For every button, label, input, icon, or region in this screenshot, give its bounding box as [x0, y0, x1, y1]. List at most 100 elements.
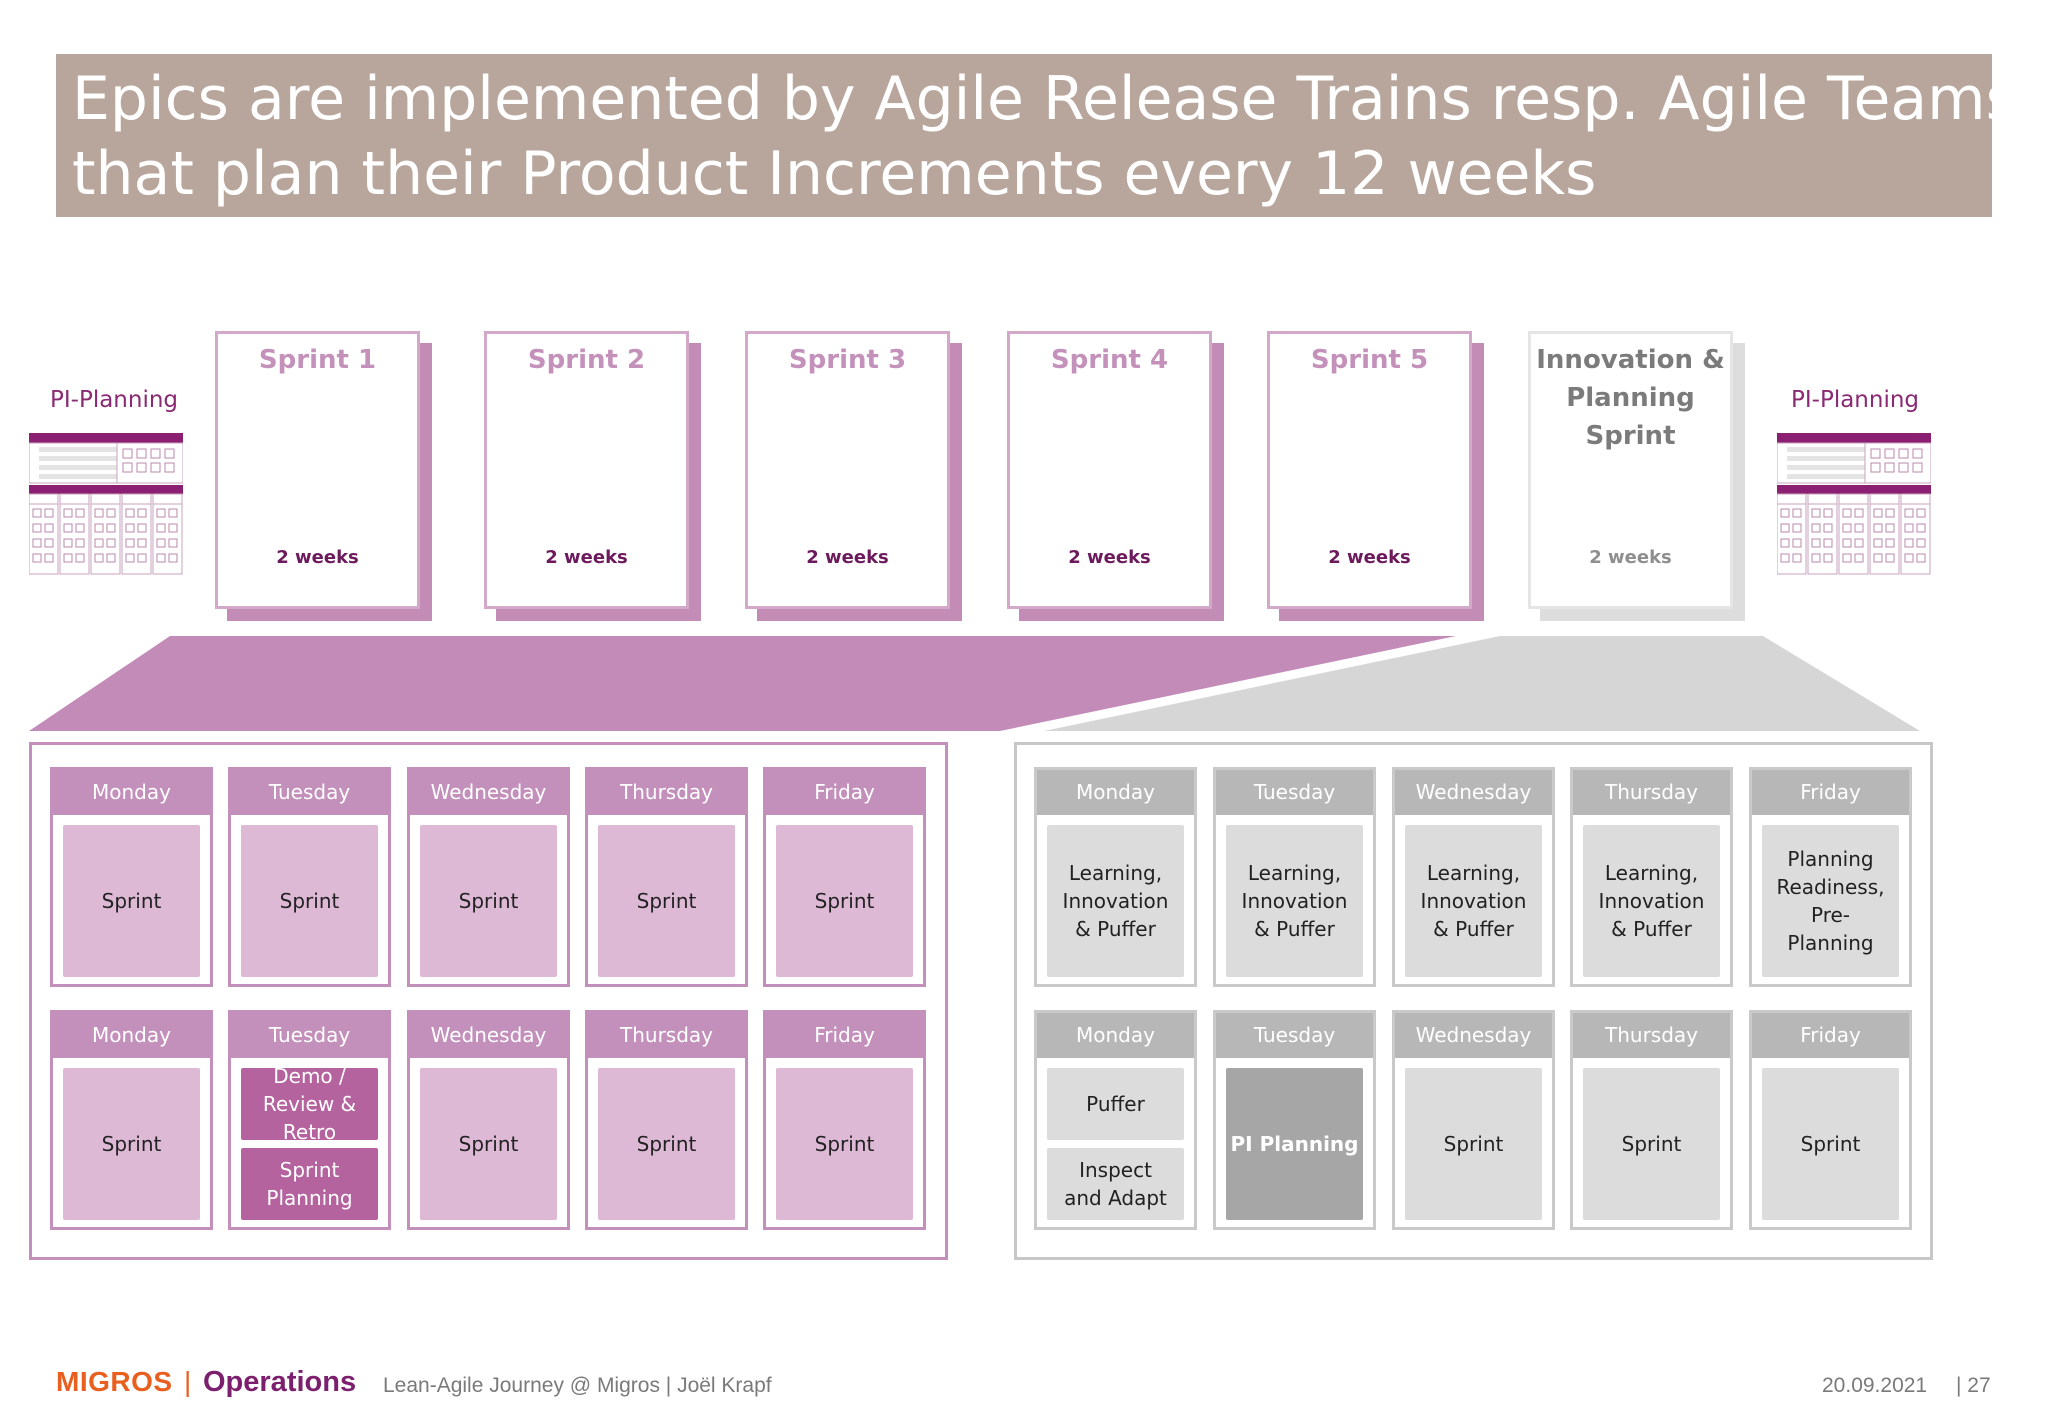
day-header: Monday [1037, 1013, 1194, 1058]
day-header: Thursday [588, 770, 745, 815]
icon-part [1780, 508, 1790, 518]
ip-funnel [1044, 636, 1920, 731]
icon-part [75, 523, 85, 533]
day-header: Friday [1752, 770, 1909, 815]
icon-part [32, 538, 42, 548]
activity-box: Learning,Innovation& Puffer [1226, 825, 1363, 977]
icon-part [94, 523, 104, 533]
activity-text-line: & Puffer [1075, 917, 1156, 941]
day-header: Tuesday [1216, 770, 1373, 815]
icon-part [1904, 508, 1914, 518]
icon-part [75, 508, 85, 518]
activity-box: PI Planning [1226, 1068, 1363, 1220]
icon-part [1870, 462, 1881, 473]
icon-part [1787, 474, 1871, 479]
day-header: Tuesday [231, 1013, 388, 1058]
sprint-weeks-panel [29, 742, 948, 1260]
activity-text-line: Sprint [1800, 1132, 1861, 1156]
icon-part [1811, 508, 1821, 518]
activity-text-line: Planning [266, 1186, 353, 1210]
icon-part [1870, 448, 1881, 459]
activity-text-line: Demo / [273, 1064, 346, 1088]
activity-text-line: Sprint [1443, 1132, 1504, 1156]
icon-part [1777, 485, 1931, 494]
icon-part [1916, 523, 1926, 533]
activity-text-line: Review & [262, 1092, 357, 1116]
icon-part [168, 508, 178, 518]
sprint-card-face [215, 331, 420, 609]
icon-part [1873, 523, 1883, 533]
icon-part [1780, 538, 1790, 548]
icon-part [1792, 553, 1802, 563]
activity-box: Sprint [420, 825, 557, 977]
activity-box: Sprint [776, 1068, 913, 1220]
icon-part [117, 433, 183, 443]
icon-part [168, 553, 178, 563]
icon-part [137, 523, 147, 533]
icon-part [1777, 433, 1877, 443]
icon-part [156, 508, 166, 518]
icon-part [1854, 523, 1864, 533]
activity-text: Sprint [102, 1130, 162, 1158]
icon-part [106, 508, 116, 518]
icon-part [1884, 448, 1895, 459]
activity-box: Sprint [598, 825, 735, 977]
activity-text: Sprint [815, 1130, 875, 1158]
activity-text-line: Learning, [1247, 861, 1342, 885]
icon-part [39, 456, 123, 461]
icon-part [32, 523, 42, 533]
icon-part [94, 538, 104, 548]
icon-part [164, 448, 175, 459]
activity-text: Learning,Innovation& Puffer [1599, 859, 1705, 943]
icon-part [94, 508, 104, 518]
activity-box: Sprint [1405, 1068, 1542, 1220]
day-header: Monday [1037, 770, 1194, 815]
sprint-card-face [1528, 331, 1733, 609]
ip-weeks-panel [1014, 742, 1933, 1260]
activity-box: Learning,Innovation& Puffer [1405, 825, 1542, 977]
icon-part [164, 462, 175, 473]
icon-part [1865, 433, 1931, 443]
activity-text-line: Sprint [636, 1132, 697, 1156]
sprint-card-duration: 2 weeks [1068, 547, 1151, 568]
icon-part [1792, 538, 1802, 548]
footer-separator: | [184, 1366, 192, 1397]
icon-part [1885, 508, 1895, 518]
day-header: Friday [1752, 1013, 1909, 1058]
pi-planning-right-label: PI-Planning [1791, 387, 1920, 413]
icon-part [125, 538, 135, 548]
icon-part [1787, 447, 1871, 452]
activity-box: Sprint [241, 825, 378, 977]
icon-part [1842, 538, 1852, 548]
icon-part [1823, 538, 1833, 548]
activity-text: Sprint [1444, 1130, 1504, 1158]
icon-part [44, 553, 54, 563]
activity-box: Sprint [420, 1068, 557, 1220]
activity-text-line: Sprint [636, 889, 697, 913]
pi-planning-board-icon [1777, 433, 1931, 575]
icon-part [136, 462, 147, 473]
icon-part [1873, 538, 1883, 548]
icon-part [1811, 553, 1821, 563]
activity-text-line: Readiness, [1776, 875, 1885, 899]
icon-part [122, 448, 133, 459]
activity-text-line: Innovation [1062, 889, 1169, 913]
activity-text-line: Sprint [458, 889, 519, 913]
icon-part [106, 553, 116, 563]
activity-box: Sprint [1762, 1068, 1899, 1220]
footer-page-number: | 27 [1956, 1374, 1991, 1397]
activity-text: Sprint [459, 1130, 519, 1158]
activity-box: Learning,Innovation& Puffer [1583, 825, 1720, 977]
activity-text: Sprint [1622, 1130, 1682, 1158]
pi-planning-left-label: PI-Planning [50, 387, 179, 413]
